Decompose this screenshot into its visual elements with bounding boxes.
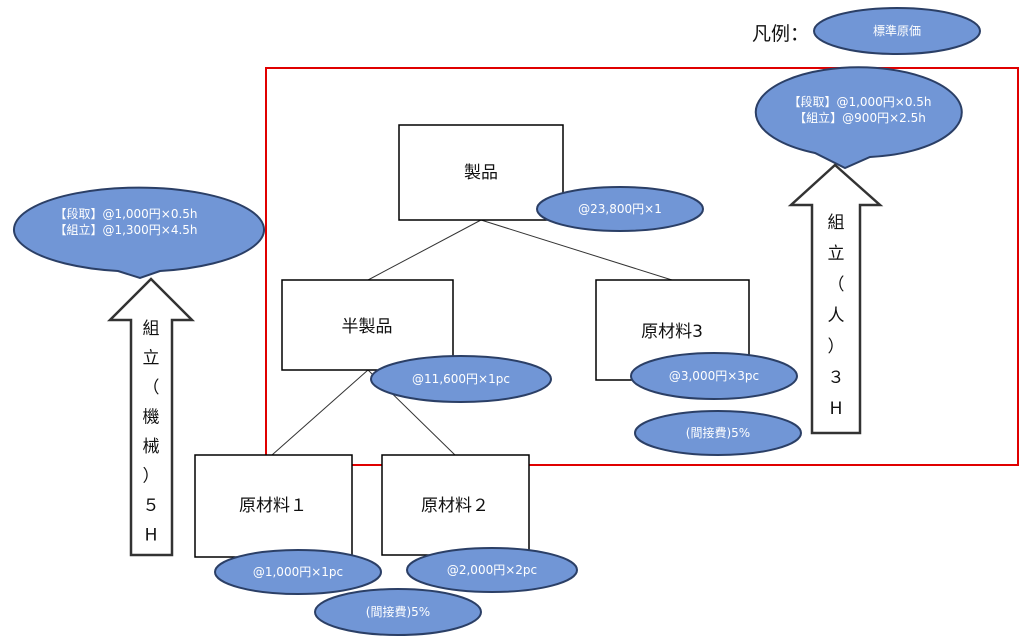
tree-lines	[271, 219, 673, 456]
arrow-machine-char: 械	[143, 437, 160, 457]
node-semi	[281, 279, 454, 371]
callout-manual	[754, 66, 963, 170]
overhead-raw3	[634, 410, 802, 456]
arrow-manual-char: 立	[828, 244, 845, 264]
cost-raw1-text: @1,000円×1pc	[253, 565, 343, 579]
callout-manual-line2: 【組立】@900円×2.5h	[794, 110, 926, 125]
overhead-raw3-text: (間接費)5%	[686, 425, 750, 440]
callout-machine-line1: 【段取】@1,000円×0.5h	[54, 206, 197, 221]
callout-manual-line1: 【段取】@1,000円×0.5h	[788, 94, 931, 109]
callout-machine-line2: 【組立】@1,300円×4.5h	[54, 222, 197, 237]
arrow-machine-text: 組立 （ 機械 ） ５H	[143, 319, 160, 546]
cost-raw2-text: @2,000円×2pc	[447, 563, 537, 577]
arrow-machine-char: H	[145, 526, 158, 546]
line-semi-raw1	[271, 369, 369, 456]
arrow-manual-char: H	[830, 399, 843, 419]
cost-semi-text: @11,600円×1pc	[412, 372, 510, 386]
legend-label: 凡例：	[752, 23, 809, 45]
arrow-up-manual-icon	[787, 163, 884, 435]
cost-raw1	[214, 549, 382, 595]
node-semi-label: 半製品	[342, 317, 393, 337]
callout-machine	[13, 186, 265, 280]
legend-item: 標準原価	[873, 23, 921, 38]
cost-product-text: @23,800円×1	[578, 202, 662, 216]
cost-semi	[370, 355, 552, 403]
arrow-machine-char: ）	[143, 467, 160, 487]
cost-product	[536, 186, 704, 232]
overhead-raw12	[314, 588, 482, 636]
legend-ellipse	[813, 7, 981, 55]
cost-raw2	[406, 547, 578, 593]
arrow-up-machine-icon	[106, 277, 196, 557]
arrow-machine-char: 機	[143, 408, 160, 428]
arrow-manual-char: 人	[828, 306, 845, 326]
node-raw2	[381, 454, 530, 556]
arrow-machine-char: 組	[143, 319, 160, 339]
line-product-raw3	[480, 219, 673, 281]
overhead-raw12-text: (間接費)5%	[366, 604, 430, 619]
node-raw1	[194, 454, 353, 558]
arrow-manual-char: ）	[828, 337, 845, 357]
arrow-manual-char: ３	[828, 368, 845, 388]
cost-raw3	[630, 352, 798, 400]
node-raw2-label: 原材料２	[421, 496, 489, 516]
arrow-machine-char: （	[143, 378, 160, 398]
node-product	[398, 124, 564, 221]
node-product-label: 製品	[464, 163, 498, 183]
arrow-manual-text: 組立 （ 人 ） ３H	[828, 213, 845, 419]
scope-frame	[265, 67, 1019, 466]
arrow-machine-char: ５	[143, 496, 160, 516]
node-raw1-label: 原材料１	[239, 496, 307, 516]
cost-raw3-text: @3,000円×3pc	[669, 369, 759, 383]
line-product-semi	[367, 219, 482, 281]
arrow-manual-char: 組	[828, 213, 845, 233]
node-raw3-label: 原材料3	[641, 322, 703, 342]
arrow-machine-char: 立	[143, 349, 160, 369]
arrow-manual-char: （	[828, 275, 845, 295]
